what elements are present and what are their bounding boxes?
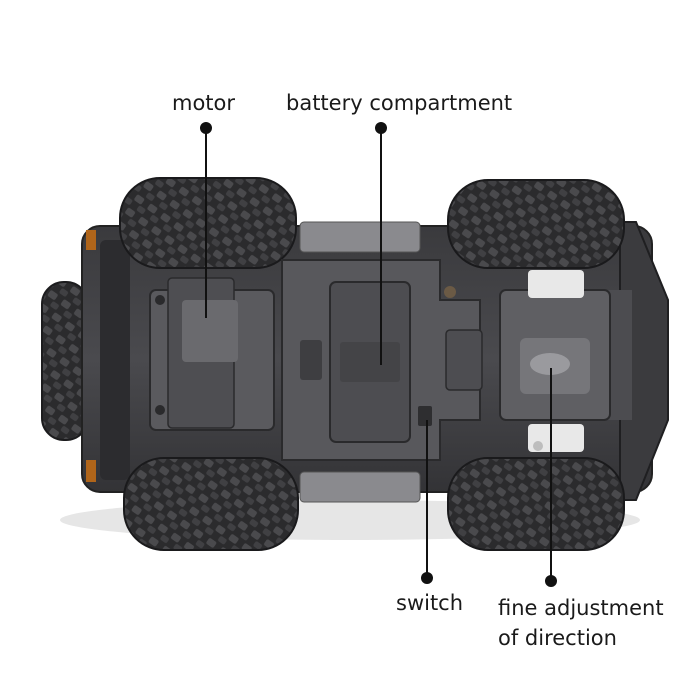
leader-dots [200,122,557,587]
wheel-rear-top [119,177,297,269]
fine-adjustment-label-line1: fine adjustment [498,596,664,620]
fine-adjustment-label: fine adjustment of direction [498,593,664,653]
motor-label: motor [172,91,236,115]
battery-compartment-label: battery compartment [286,91,513,115]
battery-cover [329,281,483,443]
leader-lines [205,128,552,581]
wheel-front-bottom [447,457,625,551]
wheel-rear-bottom [123,457,299,551]
fine-adjustment-label-line2: of direction [498,626,617,650]
switch-label: switch [396,591,464,615]
switch-area [300,340,432,426]
motor-housing [149,277,275,431]
steering-assembly [444,270,611,452]
wheel-front-top [447,179,625,269]
